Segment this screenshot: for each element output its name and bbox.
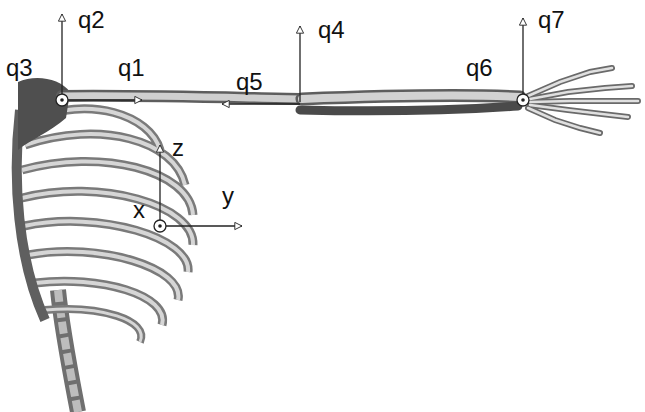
axis-arrows — [62, 14, 523, 226]
forearm-bones — [300, 96, 520, 111]
hand-bones — [528, 68, 638, 133]
joint-label: x — [133, 198, 145, 222]
joint-label: q5 — [236, 70, 263, 94]
humerus — [62, 96, 300, 99]
ribcage — [17, 109, 193, 342]
joint-label: q1 — [118, 56, 145, 80]
joint-label: z — [172, 136, 184, 160]
joint-label: q6 — [466, 56, 493, 80]
joint-label: q7 — [538, 8, 565, 32]
joint-label: q3 — [6, 56, 33, 80]
joint-label: q4 — [318, 18, 345, 42]
axis-dots — [56, 94, 529, 232]
joint-label: y — [222, 184, 234, 208]
joint-label: q2 — [78, 8, 105, 32]
